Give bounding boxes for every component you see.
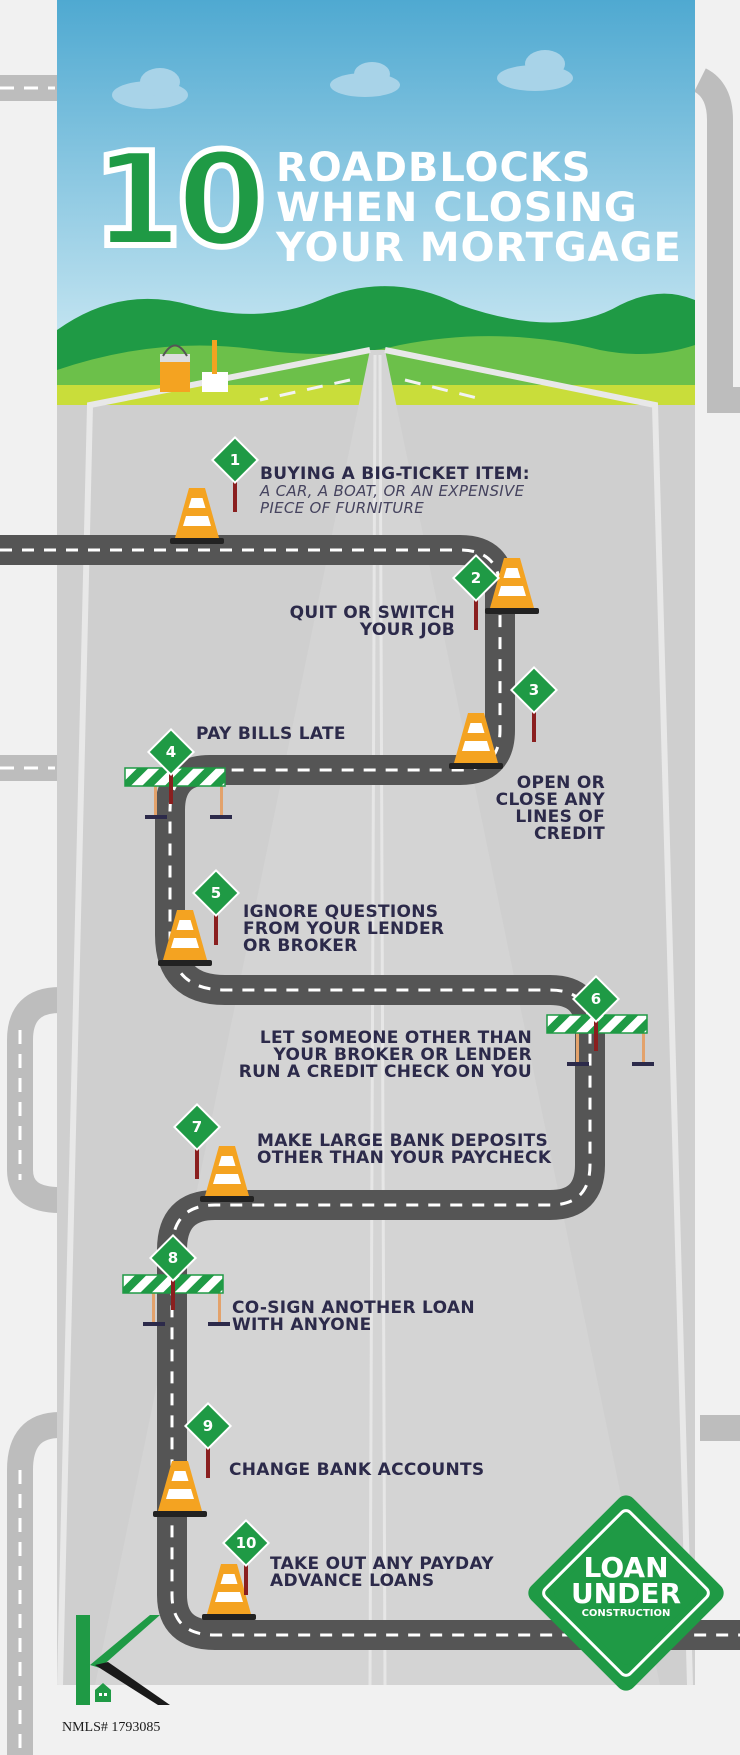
step-2-title-line-2: YOUR JOB bbox=[359, 620, 455, 640]
step-4-label: PAY BILLS LATE bbox=[196, 726, 346, 743]
step-9-label: CHANGE BANK ACCOUNTS bbox=[229, 1462, 484, 1479]
header-title-line-3: YOUR MORTGAGE bbox=[276, 225, 682, 271]
step-6-title-line-1: LET SOMEONE OTHER THAN bbox=[259, 1028, 532, 1048]
step-5-number: 5 bbox=[210, 884, 222, 902]
step-6-number: 6 bbox=[590, 990, 602, 1008]
step-7-title-line-2: OTHER THAN YOUR PAYCHECK bbox=[257, 1148, 552, 1168]
step-8-label: CO-SIGN ANOTHER LOAN WITH ANYONE bbox=[232, 1300, 475, 1334]
badge-line-2: UNDER bbox=[570, 1577, 682, 1610]
header-number: 10 bbox=[89, 124, 270, 276]
step-9-title: CHANGE BANK ACCOUNTS bbox=[229, 1460, 485, 1480]
step-3-title-line-1: OPEN OR bbox=[516, 773, 605, 793]
step-7-label: MAKE LARGE BANK DEPOSITS OTHER THAN YOUR… bbox=[257, 1133, 551, 1167]
step-1-label: BUYING A BIG-TICKET ITEM: A CAR, A BOAT,… bbox=[260, 466, 530, 517]
step-8-title-line-2: WITH ANYONE bbox=[232, 1315, 372, 1335]
k-logo-mark bbox=[76, 1615, 170, 1705]
step-8-number: 8 bbox=[167, 1249, 179, 1267]
step-5-title-line-2: FROM YOUR LENDER bbox=[243, 919, 445, 939]
step-10-number: 10 bbox=[235, 1534, 257, 1552]
step-10-title-line-2: ADVANCE LOANS bbox=[270, 1571, 435, 1591]
step-5-label: IGNORE QUESTIONS FROM YOUR LENDER OR BRO… bbox=[243, 904, 444, 955]
step-6-title-line-2: YOUR BROKER OR LENDER bbox=[273, 1045, 532, 1065]
badge-line-3: CONSTRUCTION bbox=[581, 1608, 671, 1619]
step-5-title-line-1: IGNORE QUESTIONS bbox=[243, 902, 439, 922]
step-1-subtitle-line-2: PIECE OF FURNITURE bbox=[260, 499, 424, 517]
step-10-title-line-1: TAKE OUT ANY PAYDAY bbox=[270, 1554, 494, 1574]
loan-under-construction-badge-shape bbox=[528, 1495, 724, 1691]
step-7-title-line-1: MAKE LARGE BANK DEPOSITS bbox=[257, 1131, 549, 1151]
step-9-number: 9 bbox=[202, 1417, 214, 1435]
step-4-title: PAY BILLS LATE bbox=[196, 724, 346, 744]
step-6-label: LET SOMEONE OTHER THAN YOUR BROKER OR LE… bbox=[239, 1030, 532, 1081]
header-title-line-1: ROADBLOCKS bbox=[276, 145, 592, 191]
step-3-number: 3 bbox=[528, 681, 540, 699]
step-3-title-line-4: CREDIT bbox=[533, 824, 605, 844]
step-7-number: 7 bbox=[191, 1118, 203, 1136]
step-3-label: OPEN OR CLOSE ANY LINES OF CREDIT bbox=[496, 775, 605, 843]
loan-under-construction-badge: LOAN UNDER CONSTRUCTION bbox=[560, 1551, 692, 1621]
step-5-title-line-3: OR BROKER bbox=[243, 936, 358, 956]
step-8-title-line-1: CO-SIGN ANOTHER LOAN bbox=[232, 1298, 475, 1318]
step-1-subtitle-line-1: A CAR, A BOAT, OR AN EXPENSIVE bbox=[260, 482, 525, 500]
badge-line-1: LOAN bbox=[583, 1551, 669, 1584]
step-4-number: 4 bbox=[165, 743, 177, 761]
step-1-number: 1 bbox=[229, 451, 241, 469]
step-6-title-line-3: RUN A CREDIT CHECK ON YOU bbox=[238, 1062, 532, 1082]
step-2-title-line-1: QUIT OR SWITCH bbox=[289, 603, 455, 623]
step-1-title: BUYING A BIG-TICKET ITEM: bbox=[260, 464, 530, 484]
step-2-number: 2 bbox=[470, 569, 482, 587]
header-title: ROADBLOCKS WHEN CLOSING YOUR MORTGAGE bbox=[276, 148, 682, 268]
step-10-label: TAKE OUT ANY PAYDAY ADVANCE LOANS bbox=[270, 1556, 494, 1590]
step-3-title-line-3: LINES OF bbox=[515, 807, 605, 827]
step-3-title-line-2: CLOSE ANY bbox=[495, 790, 605, 810]
step-2-label: QUIT OR SWITCH YOUR JOB bbox=[290, 605, 455, 639]
nmls-number: NMLS# 1793085 bbox=[62, 1720, 161, 1735]
header-title-line-2: WHEN CLOSING bbox=[276, 185, 638, 231]
